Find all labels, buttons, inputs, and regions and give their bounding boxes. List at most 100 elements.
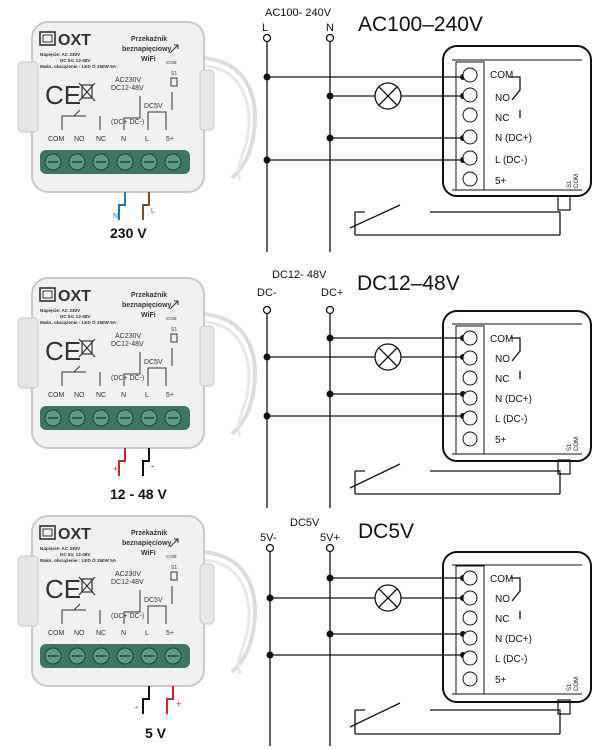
junction-dots: [266, 574, 466, 659]
schematic-supply-label: AC100- 240V: [265, 7, 332, 19]
device-title-1: Przekaźnik: [131, 292, 167, 299]
weee-bin-icon: [78, 82, 96, 102]
device-ac-label: AC230V: [115, 571, 141, 578]
device-spec-1: Napięcie: AC 230V: [40, 546, 81, 551]
device-com-small: COM: [166, 60, 177, 65]
supply-wire-right: [142, 192, 150, 220]
terminal-label-nc: NC: [96, 136, 106, 143]
ce-mark: CE: [45, 80, 81, 110]
rail-left-label: DC-: [257, 287, 277, 299]
terminal-label-5: 5+: [166, 392, 174, 399]
module-screws: [462, 330, 478, 447]
antenna-wire-2: [204, 558, 251, 675]
rail-left-label: 5V-: [260, 532, 277, 544]
panel-dc5: OXT Przekaźnik beznapięciowy WiFi Napięc…: [17, 515, 592, 746]
device-schematic: [61, 348, 173, 386]
external-arrow-icon: [169, 300, 179, 310]
terminal-label-l: L: [145, 136, 149, 143]
module-label-nc: NC: [495, 113, 509, 124]
weee-bin-icon: [78, 576, 96, 596]
device-spec-3: Maks. obciążenie : LED Ö 150W 5A: [40, 319, 117, 325]
ce-mark: CE: [45, 574, 81, 604]
module-label-n: N (DC+): [495, 394, 532, 405]
device-dcpm-label: (DC+ DC-): [111, 375, 144, 382]
oxt-logo-inner: [42, 34, 53, 43]
terminal-screws: [44, 647, 182, 665]
supply-wire-left: [118, 192, 126, 220]
device-title-2: beznapięciowy: [122, 46, 172, 53]
device-schematic: [61, 92, 173, 130]
module-label-s1: S1: [567, 683, 573, 691]
terminal-label-n: N: [121, 136, 126, 143]
device-dc-label: DC12-48V: [111, 341, 144, 348]
module-label-com: COM: [490, 574, 513, 585]
device-title-2: beznapięciowy: [122, 302, 172, 309]
terminal-label-l: L: [145, 630, 149, 637]
wall-switch: [349, 702, 561, 735]
rail-right-label: 5V+: [320, 532, 340, 544]
terminal-label-5: 5+: [166, 136, 174, 143]
device-dc5-label: DC5V: [144, 359, 163, 366]
s1-switch-icon: [170, 77, 178, 87]
supply-wire-right-label: -: [151, 461, 154, 471]
module-label-com: COM: [490, 70, 513, 81]
supply-voltage-label: 5 V: [145, 725, 167, 741]
lamp-icon: [374, 343, 402, 371]
rail-left-terminal: [262, 305, 272, 315]
antenna-wire-2: [204, 320, 251, 437]
device-ac-label: AC230V: [115, 77, 141, 84]
device-spec-1: Napięcie: AC 230V: [40, 308, 81, 313]
lamp-icon: [374, 584, 402, 612]
supply-wire-left: [118, 448, 126, 476]
module-label-no: NO: [495, 93, 510, 104]
module-label-5: 5+: [495, 675, 507, 686]
device-spec-2: DC 5V, 12-48V: [60, 552, 91, 557]
relay-device: OXT Przekaźnik beznapięciowy WiFi Napięc…: [17, 515, 257, 687]
module-contact: [510, 577, 521, 619]
terminal-label-no: NO: [74, 392, 85, 399]
supply-voltage-label: 12 - 48 V: [110, 486, 167, 502]
device-s1-label: S1: [171, 71, 177, 77]
supply-wire-right-label: L: [151, 208, 155, 215]
device-spec-2: DC 5V, 12-48V: [60, 314, 91, 319]
device-s1-label: S1: [171, 565, 177, 571]
supply-wire-left-label: N: [113, 213, 118, 220]
terminal-label-n: N: [121, 630, 126, 637]
terminal-label-nc: NC: [96, 630, 106, 637]
oxt-logo-inner: [42, 290, 53, 299]
brand-logo: OXT: [58, 32, 91, 49]
wiring-schematic: [262, 33, 592, 252]
module-label-nc: NC: [495, 614, 509, 625]
device-spec-3: Maks. obciążenie : LED Ö 150W 5A: [40, 557, 117, 563]
module-label-l: L (DC-): [495, 155, 527, 166]
supply-wire-left-label: +: [113, 464, 118, 474]
module-label-s1: S1: [567, 443, 573, 451]
device-com-small: COM: [166, 554, 177, 559]
device-side-tab-left: [17, 555, 39, 627]
module-label-n: N (DC+): [495, 133, 532, 144]
device-side-tab-right: [199, 325, 215, 387]
module-label-com-v: COM: [574, 174, 580, 188]
panel-ac: OXT Przekaźnik beznapięciowy WiFi Napięc…: [17, 7, 592, 252]
rail-left-label: L: [262, 22, 268, 34]
terminal-label-com: COM: [48, 630, 65, 637]
panel-heading: AC100–240V: [358, 13, 483, 36]
supply-wire-left: [142, 686, 150, 714]
terminal-label-com: COM: [48, 136, 65, 143]
weee-bin-icon: [78, 338, 96, 358]
wall-switch: [349, 204, 561, 236]
module-contact: [510, 337, 521, 379]
external-arrow-icon: [169, 538, 179, 548]
module-screws: [462, 570, 478, 687]
supply-wire-right-label: +: [176, 699, 181, 709]
module-label-com-v: COM: [574, 437, 580, 451]
module-label-n: N (DC+): [495, 634, 532, 645]
device-side-tab-left: [17, 61, 39, 133]
device-dcpm-label: (DC+ DC-): [111, 613, 144, 620]
module-label-no: NO: [495, 354, 510, 365]
device-side-tab-right: [199, 69, 215, 131]
supply-wire-right: [142, 448, 150, 476]
module-label-l: L (DC-): [495, 414, 527, 425]
ce-mark: CE: [45, 336, 81, 366]
junction-dots: [263, 73, 466, 164]
